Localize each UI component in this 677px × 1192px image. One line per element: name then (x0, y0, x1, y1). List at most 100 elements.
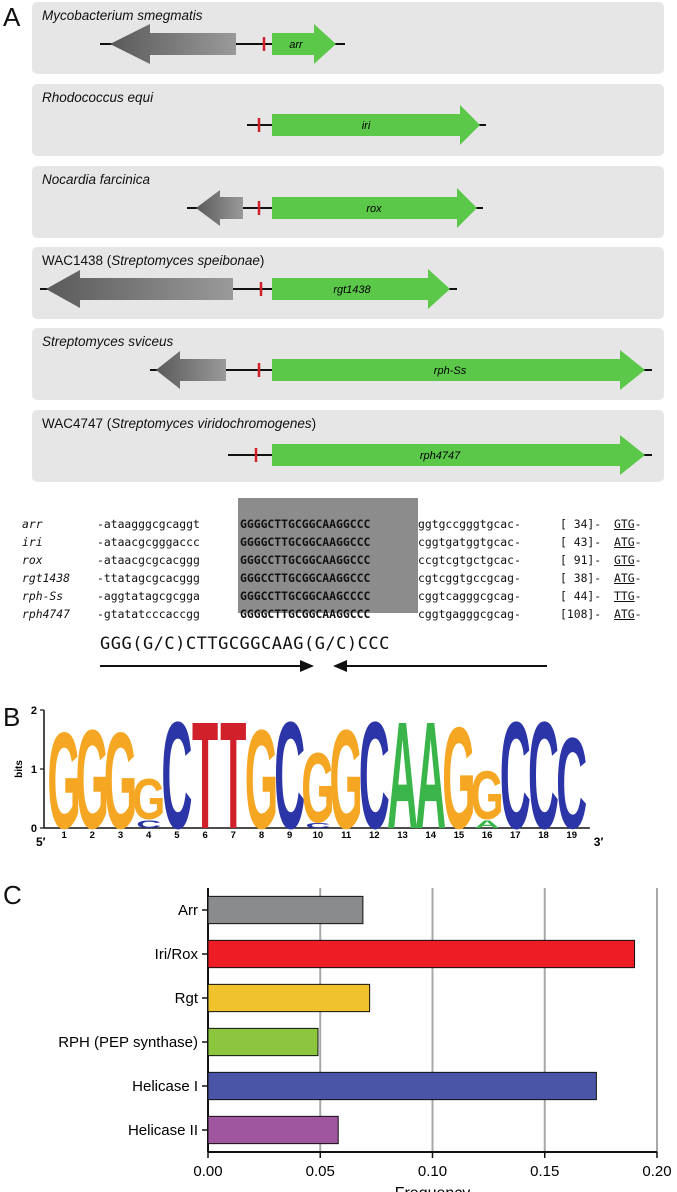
panel-label-a: A (3, 2, 21, 32)
upstream-gene-arrow (110, 24, 236, 64)
svg-text:A: A (475, 818, 500, 831)
svg-text:G: G (329, 702, 362, 850)
upstream-gene-arrow (46, 270, 233, 308)
upstream-gene-arrow (196, 190, 243, 226)
logo-letter: G (132, 767, 165, 832)
gene-arrow-rph4747 (272, 435, 645, 475)
logo-position-label: 8 (259, 830, 264, 841)
bar (207, 895, 364, 925)
logo-y-tick-label: 0 (31, 823, 37, 835)
logo-position-label: 9 (287, 830, 292, 841)
gene-map-rph-ss: rph-Ss (150, 350, 652, 390)
gene-map-rox: rox (187, 188, 483, 228)
x-tick-label: 0.20 (642, 1163, 671, 1180)
logo-letter: C (528, 700, 559, 850)
logo-letter: C (274, 700, 305, 850)
logo-position-label: 3 (118, 830, 123, 841)
logo-position-label: 1 (61, 830, 67, 841)
organism-label: WAC4747 (Streptomyces viridochromogenes) (42, 416, 317, 431)
upstream-gene-arrow (156, 351, 226, 389)
gene-arrow-rox (272, 188, 477, 228)
panel-label-b: B (3, 702, 21, 732)
inverted-repeat-arrows (100, 660, 547, 672)
gene-map-arr: arr (100, 24, 345, 64)
svg-text:T: T (220, 700, 246, 850)
logo-position-label: 4 (146, 830, 152, 841)
organism-label: Rhodococcus equi (42, 90, 154, 105)
logo-position-label: 6 (202, 830, 207, 841)
svg-text:G: G (47, 704, 80, 850)
logo-letter: C (500, 700, 531, 850)
panel-label-c: C (3, 880, 22, 910)
logo-letter: G (76, 702, 109, 850)
logo-y-label: bits (14, 760, 25, 778)
gene-arrow-iri (272, 105, 480, 145)
logo-position-label: 19 (566, 830, 577, 841)
x-tick-label: 0.10 (418, 1163, 447, 1180)
svg-text:C: C (556, 713, 587, 850)
category-label: Rgt (175, 990, 199, 1007)
logo-position-label: 15 (454, 830, 465, 841)
x-tick-label: 0.00 (193, 1163, 222, 1180)
svg-text:G: G (104, 704, 137, 850)
svg-text:C: C (274, 700, 305, 850)
gene-arrow-rph-ss (272, 350, 645, 390)
logo-position-label: 11 (341, 830, 352, 841)
svg-text:A: A (415, 700, 446, 850)
logo-letter: G (47, 704, 80, 850)
organism-label: Streptomyces sviceus (42, 334, 174, 349)
x-tick-label: 0.15 (530, 1163, 559, 1180)
logo-letter: A (415, 700, 446, 850)
organism-label: Mycobacterium smegmatis (42, 8, 203, 23)
logo-letter: G (329, 702, 362, 850)
category-label: Helicase II (128, 1122, 198, 1139)
gene-arrow-arr (272, 24, 336, 64)
svg-text:G: G (301, 734, 334, 844)
logo-3-prime: 3′ (594, 835, 604, 849)
logo-position-label: 13 (397, 830, 408, 841)
logo-letter: G (470, 758, 503, 835)
organism-label: WAC1438 (Streptomyces speibonae) (42, 253, 265, 268)
frequency-bar-chart: 0.000.050.100.150.20FrequencyArrIri/RoxR… (58, 888, 672, 1192)
logo-letter: G (104, 704, 137, 850)
logo-letter: C (161, 700, 192, 850)
logo-letter: C (556, 713, 587, 850)
svg-text:C: C (306, 822, 331, 830)
core-highlight (238, 498, 418, 613)
logo-position-label: 12 (369, 830, 380, 841)
gene-name-rgt1438: rgt1438 (333, 284, 371, 296)
gene-name-rox: rox (366, 203, 382, 215)
gene-map-rph4747: rph4747 (228, 435, 652, 475)
svg-text:A: A (387, 700, 418, 850)
svg-text:G: G (470, 758, 503, 835)
logo-letter: G (301, 734, 334, 844)
logo-position-label: 18 (538, 830, 549, 841)
logo-position-label: 16 (482, 830, 493, 841)
logo-letter: G (245, 702, 278, 850)
category-label: Iri/Rox (155, 946, 199, 963)
svg-text:C: C (161, 700, 192, 850)
x-axis-label: Frequency (395, 1185, 471, 1192)
logo-minor-letter: A (475, 818, 500, 831)
bar (207, 1027, 319, 1057)
svg-text:C: C (136, 818, 161, 831)
gene-name-rph4747: rph4747 (420, 450, 461, 462)
bar (207, 1071, 597, 1101)
gene-name-rph-ss: rph-Ss (434, 365, 467, 377)
svg-text:G: G (442, 700, 475, 850)
logo-position-label: 14 (425, 830, 436, 841)
svg-text:G: G (76, 702, 109, 850)
category-label: Arr (178, 902, 198, 919)
bar (207, 939, 636, 969)
logo-position-label: 5 (174, 830, 180, 841)
logo-position-label: 17 (510, 830, 521, 841)
svg-text:C: C (528, 700, 559, 850)
logo-letter: A (387, 700, 418, 850)
logo-y-tick-label: 1 (31, 764, 37, 776)
logo-minor-letter: C (136, 818, 161, 831)
